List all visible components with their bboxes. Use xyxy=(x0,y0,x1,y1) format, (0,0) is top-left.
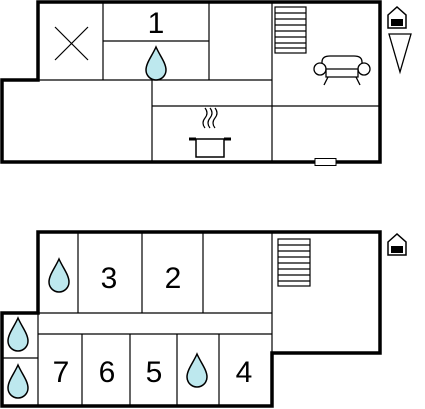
entrance-house-icon xyxy=(387,232,407,256)
room-label-1: 1 xyxy=(148,7,165,40)
upper-floor-plan: 1 xyxy=(0,0,412,166)
upper-floor-interior-walls xyxy=(38,2,380,162)
water-drop-icon xyxy=(186,352,208,388)
cooking-pot-icon xyxy=(189,107,231,158)
sofa-icon xyxy=(313,55,371,86)
stairs-icon xyxy=(277,238,311,287)
north-arrow-icon xyxy=(388,33,412,75)
entrance-house-icon xyxy=(387,5,407,29)
door-icon xyxy=(314,158,337,166)
lower-floor-outer-wall xyxy=(0,230,382,408)
x-mark-icon xyxy=(54,26,89,61)
room-label-2: 2 xyxy=(165,262,182,295)
room-label-5: 5 xyxy=(146,356,163,389)
room-label-3: 3 xyxy=(101,262,118,295)
stairs-icon xyxy=(274,6,307,54)
room-label-7: 7 xyxy=(53,356,70,389)
water-drop-icon xyxy=(7,316,29,352)
water-drop-icon xyxy=(145,45,167,81)
water-drop-icon xyxy=(7,363,29,399)
room-label-6: 6 xyxy=(99,356,116,389)
room-label-4: 4 xyxy=(236,356,253,389)
lower-floor-plan: 3 2 7 6 5 4 xyxy=(0,230,407,408)
lower-floor-interior-walls xyxy=(2,232,273,406)
water-drop-icon xyxy=(48,257,70,293)
